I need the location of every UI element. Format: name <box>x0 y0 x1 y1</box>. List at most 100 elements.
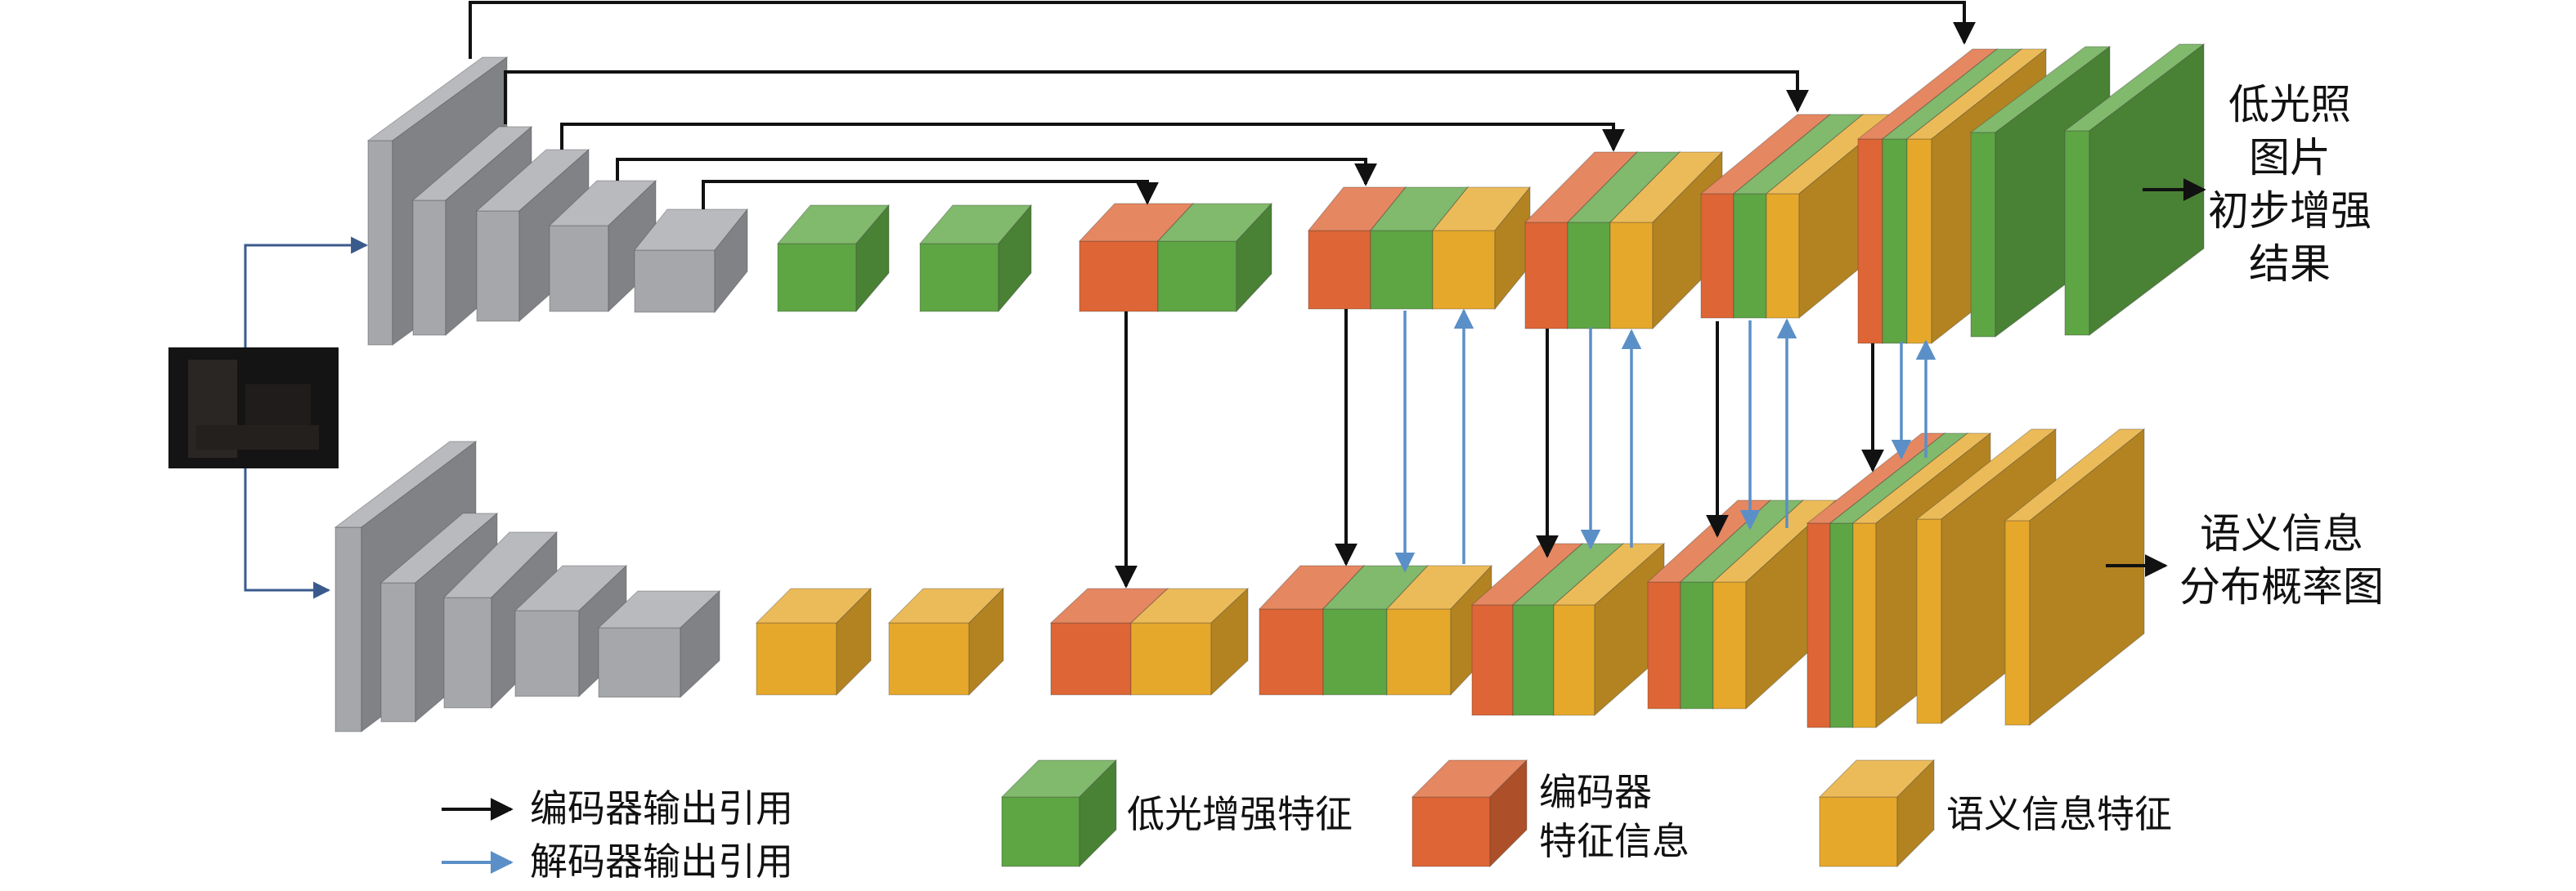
dec-bot-1-layer-2 <box>1129 587 1250 696</box>
out-top-1-front <box>1970 132 1996 338</box>
dec-top-4-layer-3-front <box>1766 193 1800 319</box>
dec-top-4-layer-1-front <box>1700 193 1735 319</box>
legend-yellow-swatch-side <box>1896 759 1935 868</box>
dec-bot-3-layer-3 <box>1552 542 1666 717</box>
dec-top-1-layer-2-side <box>1236 202 1272 313</box>
dec-bot-2-layer-2-front <box>1322 608 1388 696</box>
top-output-line-3: 初步增强 <box>2208 187 2372 235</box>
enc-bot-5-side <box>680 589 720 699</box>
skip-arrow-2 <box>504 70 1809 124</box>
dec-top-2-layer-2-front <box>1370 230 1434 310</box>
enc-bot-5 <box>597 589 721 699</box>
dec-bot-3-layer-1-front <box>1471 604 1514 716</box>
bneck-top-1 <box>776 204 891 313</box>
dec-bot-1-layer-2-side <box>1210 587 1249 696</box>
bneck-bot-1-front <box>756 622 837 696</box>
dec-bot-1-layer-2-front <box>1130 622 1212 696</box>
dec-top-1-layer-2 <box>1156 202 1273 313</box>
top-output-line-1: 低光照 <box>2228 81 2351 128</box>
legend-low-light-feature: 低光增强特征 <box>1127 792 1353 836</box>
out-bot-1-front <box>1916 518 1942 724</box>
enc-top-4-front <box>549 225 609 312</box>
out-bot-2-front <box>2004 520 2031 726</box>
out-bot-2-side <box>2029 428 2145 727</box>
skip-arrow-3 <box>560 123 1625 152</box>
legend-green-swatch <box>1000 759 1118 868</box>
legend-encoder-ref: 编码器输出引用 <box>530 786 793 831</box>
dec-top-3-layer-3-front <box>1609 222 1654 329</box>
connection-arrows <box>469 1 1976 589</box>
dec-bot-1-layer-1-front <box>1050 622 1132 696</box>
bneck-bot-2-front <box>888 622 970 696</box>
enc-bot-3-front <box>443 597 492 709</box>
enc-top-5-front <box>634 249 716 313</box>
skip-arrow-1 <box>469 1 1976 59</box>
dec-top-4-layer-2-front <box>1733 193 1767 319</box>
dec-top-5-layer-3-front <box>1906 138 1932 344</box>
dec-bot-2-layer-3-front <box>1386 608 1452 696</box>
bneck-top-2 <box>918 204 1033 313</box>
dec-bot-4-layer-2-front <box>1680 581 1714 710</box>
enc-top-1-front <box>367 140 393 346</box>
top-output-line-2: 图片 <box>2249 134 2331 181</box>
legend-decoder-ref: 解码器输出引用 <box>530 840 793 884</box>
legend: 编码器输出引用 解码器输出引用 低光增强特征 编码器 特征信息 语义信息特征 <box>442 759 2172 884</box>
top-output-line-4: 结果 <box>2249 240 2331 288</box>
legend-semantic-feature: 语义信息特征 <box>1946 792 2172 836</box>
dec-top-1-layer-2-front <box>1157 240 1237 312</box>
enc-bot-2-front <box>380 582 416 723</box>
top-output-label: 低光照 图片 初步增强 结果 <box>2208 81 2372 288</box>
dec-top-5-layer-1-front <box>1857 138 1883 344</box>
dec-bot-5-layer-3-front <box>1852 522 1877 728</box>
skip-arrow-5 <box>702 180 1159 209</box>
legend-encoder-feature-line-2: 特征信息 <box>1539 819 1690 863</box>
bottom-output-label: 语义信息 分布概率图 <box>2179 510 2384 611</box>
out-bot-2 <box>2004 428 2146 727</box>
legend-encoder-feature-line-1: 编码器 <box>1539 770 1652 814</box>
skip-arrow-4 <box>616 158 1377 186</box>
legend-green-swatch-front <box>1001 796 1080 867</box>
enc-bot-1-front <box>334 526 362 732</box>
bneck-top-1-front <box>777 243 857 312</box>
legend-green-swatch-side <box>1079 759 1117 868</box>
input-arrows <box>244 236 369 599</box>
dec-top-3-layer-1-front <box>1524 222 1568 329</box>
bneck-bot-1 <box>755 587 873 696</box>
dec-bot-5-layer-2-front <box>1829 522 1854 728</box>
bneck-bot-2 <box>887 587 1005 696</box>
bneck-top-2-front <box>919 243 999 312</box>
dec-bot-4-layer-1-front <box>1647 581 1681 710</box>
enc-top-5-side <box>714 208 748 314</box>
dec-bot-5-layer-1-front <box>1806 522 1831 728</box>
enc-top-3-front <box>476 210 520 322</box>
dec-top-1-layer-1-front <box>1079 240 1159 312</box>
enc-bot-4-front <box>514 610 580 697</box>
legend-orange-swatch-side <box>1489 759 1528 868</box>
dec-top-2-layer-1-front <box>1308 230 1371 310</box>
legend-yellow-swatch <box>1818 759 1936 868</box>
bottom-output-line-2: 分布概率图 <box>2179 563 2384 611</box>
legend-orange-swatch-front <box>1411 796 1491 867</box>
dec-bot-3-layer-2-front <box>1512 604 1555 716</box>
dec-bot-3-layer-3-front <box>1553 604 1595 716</box>
bneck-top-1-side <box>855 204 890 313</box>
dec-bot-2-layer-1-front <box>1259 608 1324 696</box>
legend-swatches <box>1000 759 1936 868</box>
bneck-top-2-side <box>998 204 1032 313</box>
enc-bot-5-front <box>598 627 681 698</box>
legend-orange-swatch <box>1411 759 1528 868</box>
bneck-bot-1-side <box>836 587 872 696</box>
legend-yellow-swatch-front <box>1819 796 1898 867</box>
bneck-bot-2-side <box>968 587 1004 696</box>
dec-top-5-layer-2-front <box>1882 138 1908 344</box>
feature-blocks <box>334 43 2206 732</box>
out-top-2-front <box>2064 130 2090 336</box>
dec-top-2-layer-3 <box>1431 186 1532 311</box>
dec-top-3-layer-2-front <box>1567 222 1611 329</box>
output-arrows <box>2106 178 2206 577</box>
dec-top-2-layer-3-front <box>1432 230 1496 310</box>
enc-top-2-front <box>412 199 447 336</box>
input-image <box>168 347 339 468</box>
enc-top-5 <box>633 208 749 314</box>
